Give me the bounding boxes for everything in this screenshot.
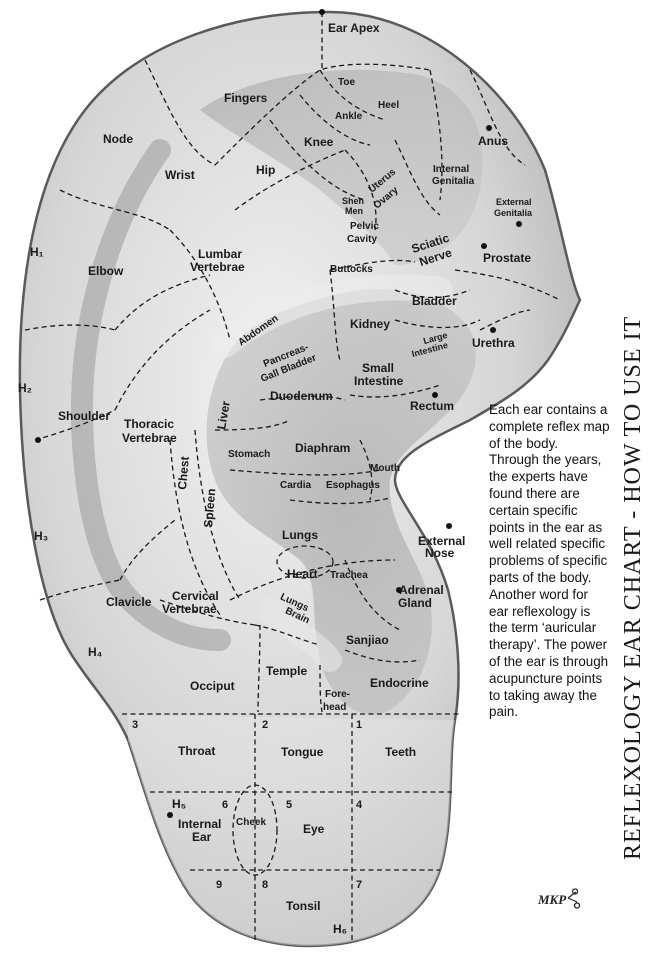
label-cervical: Cervical (172, 589, 219, 603)
label-vertebrae-thoracic: Vertebrae (122, 431, 177, 445)
label-urethra: Urethra (472, 336, 515, 350)
concha (206, 289, 476, 715)
label-6: 6 (222, 799, 228, 811)
label-heel: Heel (378, 100, 399, 111)
label-endocrine: Endocrine (370, 676, 429, 690)
label-men: Men (345, 206, 363, 216)
label-external-nose-1: External (418, 534, 465, 548)
label-cavity: Cavity (347, 234, 377, 245)
label-chest: Chest (175, 456, 192, 490)
label-prostate: Prostate (483, 251, 531, 265)
label-liver: Liver (214, 400, 233, 431)
description-text: Each ear contains a complete reflex map … (489, 402, 611, 721)
label-h1: H₁ (30, 245, 44, 259)
label-h4: H₄ (88, 645, 103, 659)
label-adrenal-2: Gland (398, 596, 432, 610)
label-duodenum: Duodenum (270, 389, 333, 403)
label-spleen: Spleen (201, 488, 218, 528)
label-tonsil: Tonsil (286, 899, 320, 913)
label-diaphram: Diaphram (295, 441, 350, 455)
label-adrenal-1: Adrenal (399, 583, 444, 597)
chart-title: REFLEXOLOGY EAR CHART - HOW TO USE IT (620, 316, 646, 860)
label-internal-ear-1: Internal (178, 817, 221, 831)
label-elbow: Elbow (88, 264, 124, 278)
label-occiput: Occiput (190, 679, 235, 693)
label-stomach: Stomach (228, 449, 270, 460)
label-sanjiao: Sanjiao (346, 633, 389, 647)
label-fore: Fore- (325, 689, 350, 700)
label-h2: H₂ (18, 381, 32, 395)
triangular-fossa (200, 69, 483, 266)
label-9: 9 (216, 879, 222, 891)
label-external-genitalia-1: External (496, 197, 532, 207)
label-tongue: Tongue (281, 745, 324, 759)
label-8: 8 (262, 879, 268, 891)
label-fingers: Fingers (224, 91, 268, 105)
label-kidney: Kidney (350, 317, 390, 331)
label-h3: H₃ (34, 529, 48, 543)
label-bladder: Bladder (412, 294, 457, 308)
label-internal-ear-2: Ear (192, 830, 212, 844)
label-shen: Shen (342, 196, 364, 206)
label-internal-genitalia-2: Genitalia (432, 176, 475, 187)
label-7: 7 (356, 879, 362, 891)
label-knee: Knee (304, 135, 334, 149)
label-hip: Hip (256, 163, 275, 177)
label-lungs: Lungs (282, 528, 318, 542)
label-3: 3 (132, 719, 138, 731)
label-heart: Heart (287, 567, 318, 581)
label-ear-apex: Ear Apex (328, 21, 380, 35)
signature-scissors-icon (567, 888, 581, 909)
label-h6: H₆ (333, 922, 347, 936)
label-thoracic: Thoracic (124, 417, 174, 431)
label-small: Small (362, 361, 394, 375)
label-mouth: Mouth (370, 463, 400, 474)
label-ankle: Ankle (335, 111, 363, 122)
label-2: 2 (262, 719, 268, 731)
label-trachea: Trachea (330, 570, 368, 581)
acupoints (35, 9, 522, 818)
label-external-nose-2: Nose (425, 546, 455, 560)
label-rectum: Rectum (410, 399, 454, 413)
label-buttocks: Buttocks (330, 264, 373, 275)
ear-lobe (128, 715, 455, 946)
signature: MKP (537, 892, 567, 907)
label-clavicle: Clavicle (106, 595, 152, 609)
label-h5: H₅ (172, 797, 186, 811)
label-esophagus: Esophagus (326, 480, 380, 491)
label-cheek: Cheek (236, 817, 266, 828)
label-external-genitalia-2: Genitalia (494, 208, 533, 218)
label-temple: Temple (266, 664, 307, 678)
label-teeth: Teeth (385, 745, 416, 759)
label-lumbar: Lumbar (198, 247, 242, 261)
label-anus: Anus (478, 134, 508, 148)
antitragus (258, 598, 342, 672)
zone-boundaries (24, 12, 561, 940)
label-wrist: Wrist (165, 168, 195, 182)
label-head: head (323, 702, 346, 713)
label-throat: Throat (178, 744, 215, 758)
label-1: 1 (356, 719, 362, 731)
label-intestine-small: Intestine (354, 374, 404, 388)
label-4: 4 (356, 799, 363, 811)
description: Each ear contains a complete reflex map … (489, 402, 610, 720)
label-vertebrae-lumbar: Vertebrae (190, 260, 245, 274)
label-cardia: Cardia (280, 480, 312, 491)
label-toe: Toe (338, 77, 355, 88)
label-pelvic: Pelvic (350, 221, 379, 232)
scapha-groove (70, 139, 231, 651)
antihelix-ridge (212, 274, 453, 358)
label-vertebrae-cervical: Vertebrae (162, 602, 217, 616)
label-internal-genitalia-1: Internal (433, 164, 469, 175)
label-shoulder: Shoulder (58, 409, 110, 423)
label-node: Node (103, 132, 133, 146)
label-5: 5 (286, 799, 292, 811)
label-eye: Eye (303, 822, 325, 836)
